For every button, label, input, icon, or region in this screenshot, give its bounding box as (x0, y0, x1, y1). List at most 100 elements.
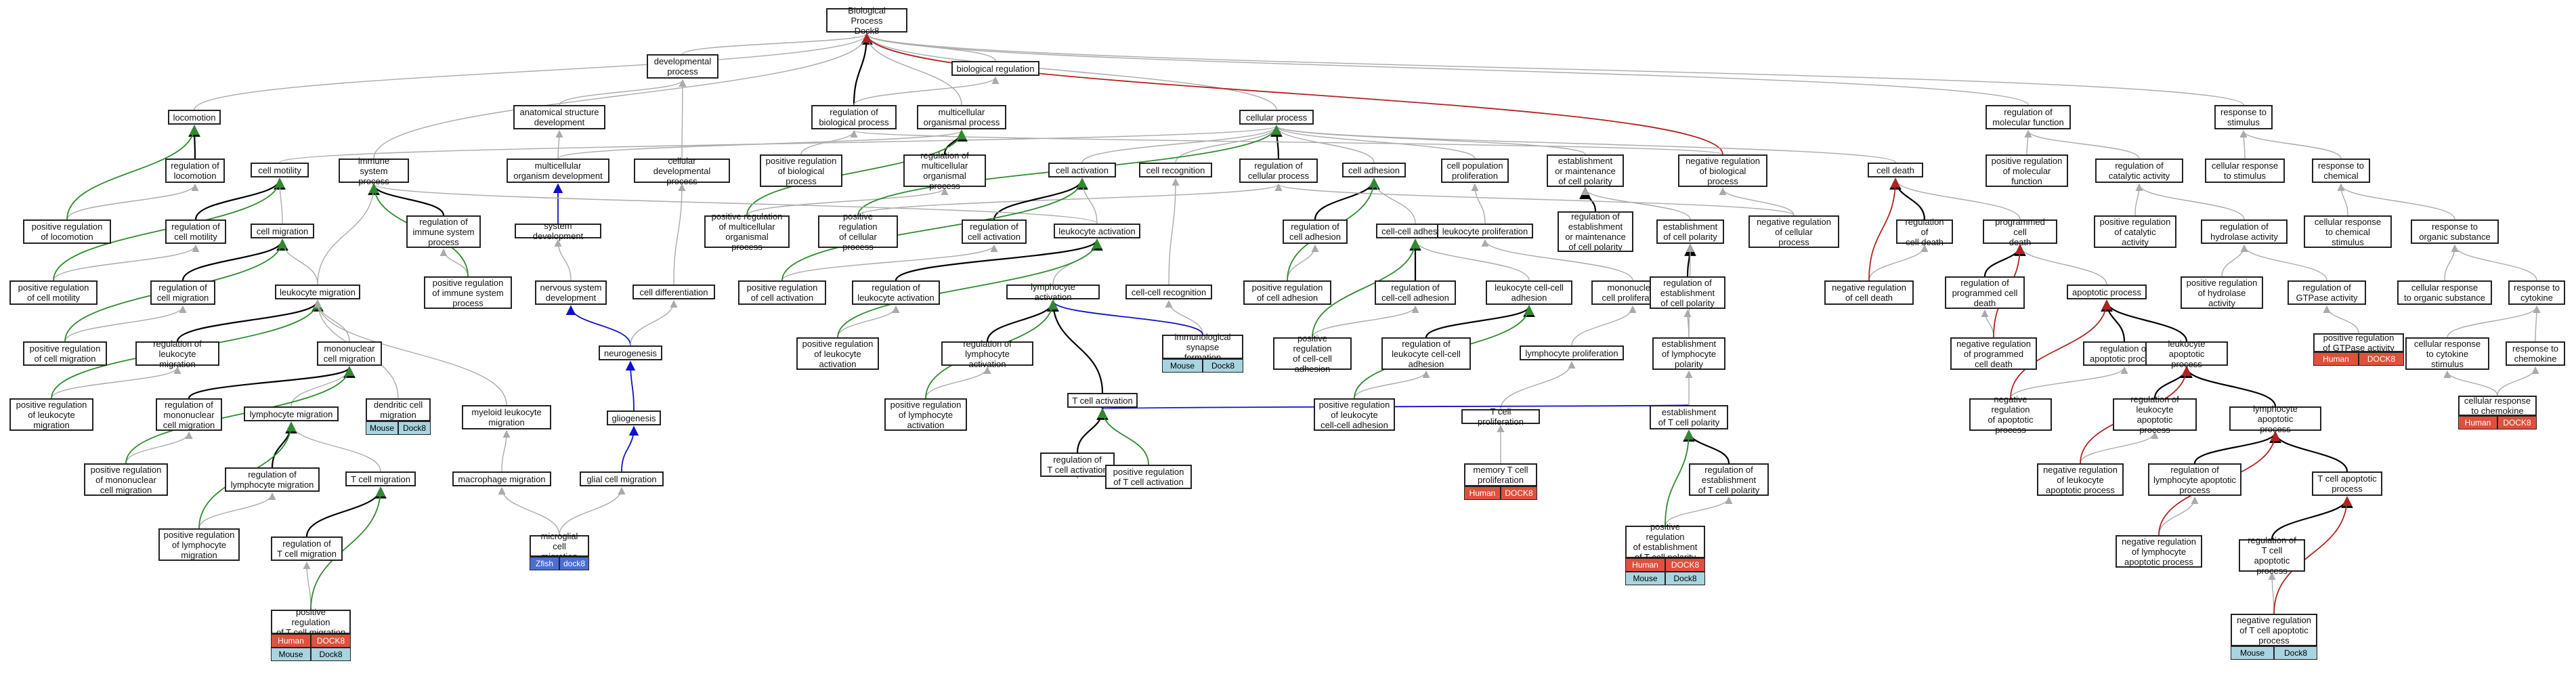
node-regulation-of-cellular-process[interactable]: regulation of cellular process (1239, 159, 1318, 183)
node-negative-regulation-of-lymphocyte-apoptotic-process[interactable]: negative regulation of lymphocyte apopto… (2116, 535, 2202, 568)
node-t-cell-proliferation[interactable]: T cell proliferation (1461, 406, 1540, 427)
node-regulation-of-multicellular-organismal-process[interactable]: regulation of multicellular organismal p… (903, 150, 986, 191)
node-negative-regulation-of-biological-process[interactable]: negative regulation of biological proces… (1678, 154, 1767, 187)
node-leukocyte-migration[interactable]: leukocyte migration (275, 285, 360, 299)
node-regulation-of-establishment-or-maintenance-of-cell-polarity[interactable]: regulation of establishment or maintenan… (1558, 211, 1633, 252)
node-regulation-of-cell-activation[interactable]: regulation of cell activation (962, 219, 1027, 244)
node-cell-activation[interactable]: cell activation (1048, 163, 1116, 177)
node-negative-regulation-of-t-cell-apoptotic-process[interactable]: negative regulation of T cell apoptotic … (2231, 614, 2317, 646)
node-positive-regulation-of-biological-process[interactable]: positive regulation of biological proces… (760, 154, 842, 187)
node-regulation-of-cell-death[interactable]: regulation of cell death (1896, 217, 1953, 247)
node-response-to-chemical[interactable]: response to chemical (2312, 159, 2370, 183)
node-response-to-organic-substance[interactable]: response to organic substance (2411, 219, 2499, 244)
node-regulation-of-programmed-cell-death[interactable]: regulation of programmed cell death (1945, 276, 2025, 309)
node-lymphocyte-activation[interactable]: lymphocyte activation (1006, 282, 1100, 302)
node-regulation-of-catalytic-activity[interactable]: regulation of catalytic activity (2095, 159, 2183, 183)
node-cellular-response-to-stimulus[interactable]: cellular response to stimulus (2205, 159, 2285, 183)
node-positive-regulation-of-gtpase-activity[interactable]: positive regulation of GTPase activity (2313, 333, 2404, 353)
node-immunological-synapse-formation[interactable]: immunological synapse formation (1162, 332, 1243, 362)
node-programmed-cell-death[interactable]: programmed cell death (1983, 217, 2057, 247)
node-establishment-of-t-cell-polarity[interactable]: establishment of T cell polarity (1650, 405, 1728, 429)
node-neurogenesis[interactable]: neurogenesis (599, 345, 662, 360)
node-cell-cell-recognition[interactable]: cell-cell recognition (1125, 285, 1212, 299)
node-t-cell-apoptotic-process[interactable]: T cell apoptotic process (2312, 471, 2382, 496)
node-regulation-of-leukocyte-migration[interactable]: regulation of leukocyte migration (135, 339, 219, 369)
node-microglial-cell-migration[interactable]: microglial cell migration (530, 531, 589, 562)
node-dendritic-cell-migration[interactable]: dendritic cell migration (366, 398, 431, 421)
node-regulation-of-biological-process[interactable]: regulation of biological process (811, 105, 897, 129)
node-positive-regulation-of-cell-cell-adhesion[interactable]: positive regulation of cell-cell adhesio… (1273, 333, 1352, 374)
node-regulation-of-leukocyte-apoptotic-process[interactable]: regulation of leukocyte apoptotic proces… (2113, 394, 2197, 435)
node-lymphocyte-migration[interactable]: lymphocyte migration (244, 406, 339, 421)
node-t-cell-migration[interactable]: T cell migration (345, 471, 416, 486)
node-regulation-of-t-cell-migration[interactable]: regulation of T cell migration (271, 536, 343, 561)
node-positive-regulation-of-leukocyte-activation[interactable]: positive regulation of leukocyte activat… (796, 337, 879, 370)
node-positive-regulation-of-locomotion[interactable]: positive regulation of locomotion (23, 219, 111, 244)
node-myeloid-leukocyte-migration[interactable]: myeloid leukocyte migration (462, 405, 551, 429)
node-positive-regulation-of-immune-system-process[interactable]: positive regulation of immune system pro… (424, 276, 512, 309)
node-regulation-of-lymphocyte-migration[interactable]: regulation of lymphocyte migration (225, 467, 320, 492)
node-positive-regulation-of-leukocyte-migration[interactable]: positive regulation of leukocyte migrati… (9, 398, 93, 431)
node-positive-regulation-of-cell-adhesion[interactable]: positive regulation of cell adhesion (1243, 280, 1331, 305)
node-immune-system-process[interactable]: immune system process (339, 156, 409, 186)
node-regulation-of-cell-motility[interactable]: regulation of cell motility (165, 219, 226, 244)
node-cellular-response-to-chemical-stimulus[interactable]: cellular response to chemical stimulus (2304, 215, 2392, 248)
node-multicellular-organismal-process[interactable]: multicellular organismal process (917, 105, 1006, 129)
node-positive-regulation-of-lymphocyte-migration[interactable]: positive regulation of lymphocyte migrat… (158, 528, 240, 561)
node-positive-regulation-of-cell-activation[interactable]: positive regulation of cell activation (738, 280, 826, 305)
node-cellular-response-to-cytokine-stimulus[interactable]: cellular response to cytokine stimulus (2405, 337, 2489, 370)
node-cellular-response-to-chemokine[interactable]: cellular response to chemokine (2458, 396, 2537, 416)
node-positive-regulation-of-cellular-process[interactable]: positive regulation of cellular process (818, 211, 898, 252)
node-positive-regulation-of-mononuclear-cell-migration[interactable]: positive regulation of mononuclear cell … (84, 463, 168, 496)
node-positive-regulation-of-hydrolase-activity[interactable]: positive regulation of hydrolase activit… (2181, 276, 2263, 309)
node-regulation-of-lymphocyte-apoptotic-process[interactable]: regulation of lymphocyte apoptotic proce… (2148, 463, 2241, 496)
node-cellular-response-to-organic-substance[interactable]: cellular response to organic substance (2397, 280, 2492, 305)
node-anatomical-structure-development[interactable]: anatomical structure development (513, 105, 605, 129)
node-mononuclear-cell-migration[interactable]: mononuclear cell migration (317, 341, 382, 366)
node-cellular-process[interactable]: cellular process (1239, 110, 1314, 125)
node-memory-t-cell-proliferation[interactable]: memory T cell proliferation (1464, 463, 1537, 486)
node-apoptotic-process[interactable]: apoptotic process (2067, 285, 2147, 299)
node-positive-regulation-of-establishment-of-t-cell-polarity[interactable]: positive regulation of establishment of … (1625, 522, 1705, 562)
node-cell-recognition[interactable]: cell recognition (1139, 163, 1212, 177)
node-lymphocyte-apoptotic-process[interactable]: lymphocyte apoptotic process (2229, 404, 2321, 434)
node-positive-regulation-of-leukocyte-cell-cell-adhesion[interactable]: positive regulation of leukocyte cell-ce… (1314, 398, 1395, 431)
node-glial-cell-migration[interactable]: glial cell migration (580, 471, 664, 486)
node-negative-regulation-of-programmed-cell-death[interactable]: negative regulation of programmed cell d… (1950, 337, 2037, 370)
node-lymphocyte-proliferation[interactable]: lymphocyte proliferation (1520, 345, 1624, 360)
node-regulation-of-leukocyte-activation[interactable]: regulation of leukocyte activation (852, 280, 940, 305)
node-regulation-of-lymphocyte-activation[interactable]: regulation of lymphocyte activation (941, 339, 1033, 369)
node-regulation-of-establishment-of-t-cell-polarity[interactable]: regulation of establishment of T cell po… (1689, 463, 1769, 496)
node-cell-population-proliferation[interactable]: cell population proliferation (1441, 159, 1509, 183)
node-positive-regulation-of-catalytic-activity[interactable]: positive regulation of catalytic activit… (2094, 215, 2176, 248)
node-leukocyte-activation[interactable]: leukocyte activation (1054, 224, 1140, 238)
node-negative-regulation-of-cellular-process[interactable]: negative regulation of cellular process (1748, 215, 1839, 248)
node-regulation-of-cell-migration[interactable]: regulation of cell migration (150, 280, 215, 305)
node-nervous-system-development[interactable]: nervous system development (535, 280, 607, 305)
node-macrophage-migration[interactable]: macrophage migration (452, 471, 551, 486)
node-positive-regulation-of-cell-motility[interactable]: positive regulation of cell motility (9, 280, 98, 305)
node-system-development[interactable]: system development (515, 221, 601, 241)
node-cell-adhesion[interactable]: cell adhesion (1342, 163, 1406, 177)
node-biological-regulation[interactable]: biological regulation (951, 61, 1039, 76)
node-regulation-of-immune-system-process[interactable]: regulation of immune system process (406, 215, 481, 248)
node-establishment-or-maintenance-of-cell-polarity[interactable]: establishment or maintenance of cell pol… (1547, 154, 1624, 187)
node-negative-regulation-of-leukocyte-apoptotic-process[interactable]: negative regulation of leukocyte apoptot… (2037, 463, 2124, 496)
node-cell-motility[interactable]: cell motility (251, 163, 309, 177)
node-positive-regulation-of-t-cell-migration[interactable]: positive regulation of T cell migration (271, 607, 351, 637)
node-regulation-of-hydrolase-activity[interactable]: regulation of hydrolase activity (2201, 219, 2288, 244)
node-regulation-of-mononuclear-cell-migration[interactable]: regulation of mononuclear cell migration (156, 398, 222, 431)
node-t-cell-activation[interactable]: T cell activation (1067, 393, 1138, 408)
node-multicellular-organism-development[interactable]: multicellular organism development (507, 159, 609, 183)
node-negative-regulation-of-apoptotic-process[interactable]: negative regulation of apoptotic process (1969, 394, 2052, 435)
node-regulation-of-gtpase-activity[interactable]: regulation of GTPase activity (2288, 280, 2366, 305)
node-leukocyte-proliferation[interactable]: leukocyte proliferation (1437, 224, 1533, 238)
node-regulation-of-t-cell-activation[interactable]: regulation of T cell activation (1040, 452, 1115, 477)
node-negative-regulation-of-cell-death[interactable]: negative regulation of cell death (1824, 280, 1914, 305)
node-regulation-of-locomotion[interactable]: regulation of locomotion (165, 159, 225, 183)
node-cell-death[interactable]: cell death (1868, 163, 1923, 177)
node-leukocyte-cell-cell-adhesion[interactable]: leukocyte cell-cell adhesion (1486, 280, 1572, 305)
node-biological-process[interactable]: Biological Process Dock8 (826, 5, 907, 36)
node-gliogenesis[interactable]: gliogenesis (607, 410, 661, 425)
node-positive-regulation-of-lymphocyte-activation[interactable]: positive regulation of lymphocyte activa… (884, 398, 967, 431)
